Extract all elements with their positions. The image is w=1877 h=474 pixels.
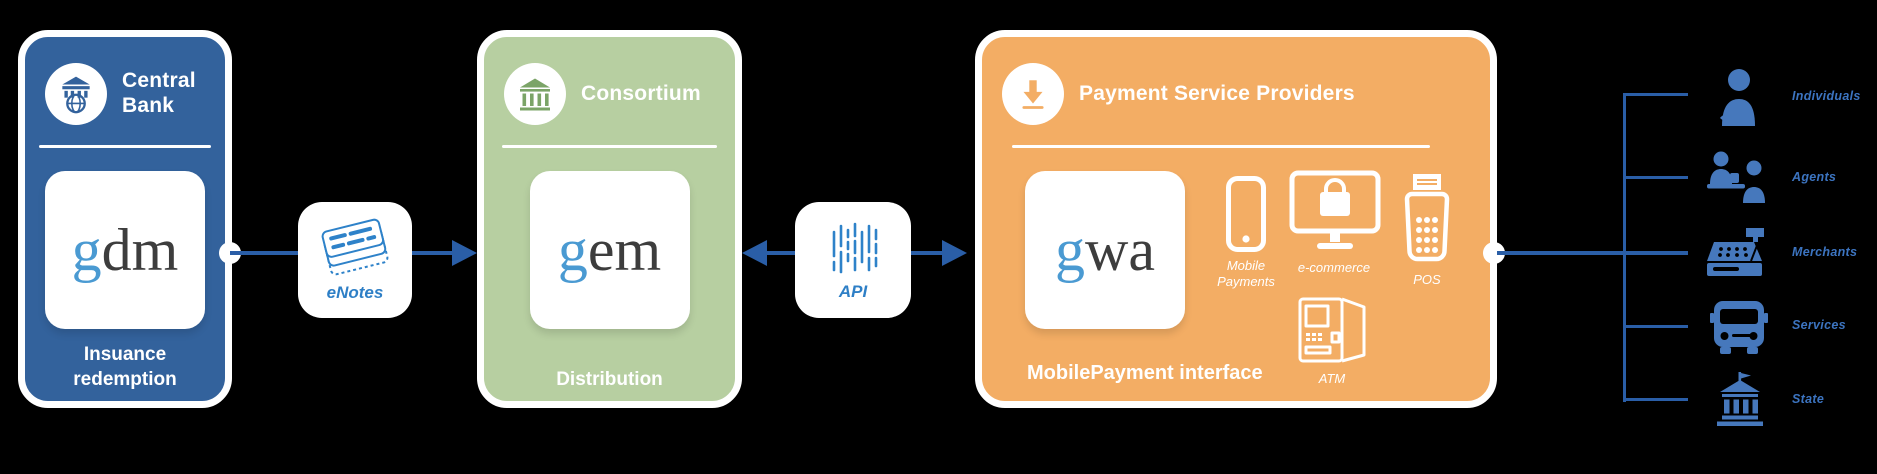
api-label: API [838, 282, 868, 301]
atm-icon [1298, 297, 1366, 363]
merchants-icon [1704, 227, 1768, 284]
smartphone-icon [1226, 176, 1266, 252]
mobile-payments-channel [1225, 175, 1267, 258]
arrowhead-into-consortium-right [742, 240, 767, 266]
gem-logo-card: gem [529, 171, 690, 329]
consortium-title: Consortium [581, 81, 701, 105]
gwa-logo-card: gwa [1025, 171, 1185, 329]
central-bank-caption: Insuance redemption [73, 343, 177, 391]
mobile-payments-label: Mobile Payments [1217, 258, 1275, 290]
psp-header: Payment Service Providers [1002, 63, 1482, 125]
arrowhead-into-psp [942, 240, 967, 266]
services-label: Services [1792, 318, 1846, 332]
agents-icon [1706, 151, 1770, 208]
psp-caption: MobilePayment interface [1027, 362, 1263, 384]
atm-channel [1294, 295, 1372, 372]
ecommerce-monitor-icon [1289, 170, 1381, 249]
central-bank-box: Central Bank gdm Insuance redemption [18, 30, 232, 408]
line-psp-to-bracket [1497, 251, 1623, 255]
recipients-bracket-line [1623, 93, 1626, 402]
consortium-box: Consortium gem Distribution [477, 30, 742, 408]
enotes-label: eNotes [326, 283, 384, 302]
enotes-box: eNotes [298, 202, 412, 318]
bank-dome-icon [62, 76, 90, 114]
central-bank-divider [39, 145, 211, 148]
line-api-to-psp [911, 251, 944, 255]
api-box: API [795, 202, 911, 318]
psp-title: Payment Service Providers [1079, 81, 1355, 105]
agents-label: Agents [1792, 170, 1837, 184]
services-icon [1710, 297, 1768, 360]
consortium-badge [504, 63, 566, 125]
banknotes-icon [321, 218, 389, 276]
stub-merchants [1623, 251, 1688, 255]
psp-divider [1012, 145, 1430, 148]
gem-logo: gem [557, 216, 662, 283]
stub-state [1624, 398, 1688, 401]
state-label: State [1792, 392, 1825, 406]
stub-individuals [1624, 93, 1688, 96]
ecommerce-channel [1289, 170, 1381, 257]
arrowhead-into-consortium [452, 240, 477, 266]
stub-services [1624, 325, 1688, 328]
ecommerce-label: e-commerce [1297, 260, 1371, 275]
gwa-logo: gwa [1055, 216, 1155, 283]
line-api-to-consortium [766, 251, 795, 255]
download-icon [1022, 80, 1044, 109]
pos-label: POS [1413, 272, 1441, 287]
pos-channel [1402, 172, 1452, 269]
bank-columns-icon [520, 78, 550, 111]
psp-box: Payment Service Providers gwa Mobile Pay… [975, 30, 1497, 408]
consortium-divider [501, 145, 718, 148]
data-lines-icon [832, 222, 878, 274]
consortium-header: Consortium [504, 63, 727, 125]
line-enotes-to-consortium [412, 251, 454, 255]
atm-label: ATM [1318, 371, 1346, 386]
individual-icon [1716, 68, 1760, 131]
consortium-caption: Distribution [556, 369, 663, 391]
merchants-label: Merchants [1792, 245, 1858, 259]
gdm-logo: gdm [71, 216, 179, 283]
individuals-label: Individuals [1792, 89, 1861, 103]
central-bank-badge [45, 63, 107, 125]
psp-badge [1002, 63, 1064, 125]
pos-terminal-icon [1404, 174, 1450, 262]
psp-output-port [1483, 242, 1505, 264]
central-bank-header: Central Bank [45, 63, 217, 125]
stub-agents [1624, 176, 1688, 179]
gdm-logo-card: gdm [45, 171, 205, 329]
line-cb-to-enotes [230, 251, 298, 255]
state-icon [1714, 372, 1766, 435]
central-bank-title: Central Bank [122, 69, 196, 117]
